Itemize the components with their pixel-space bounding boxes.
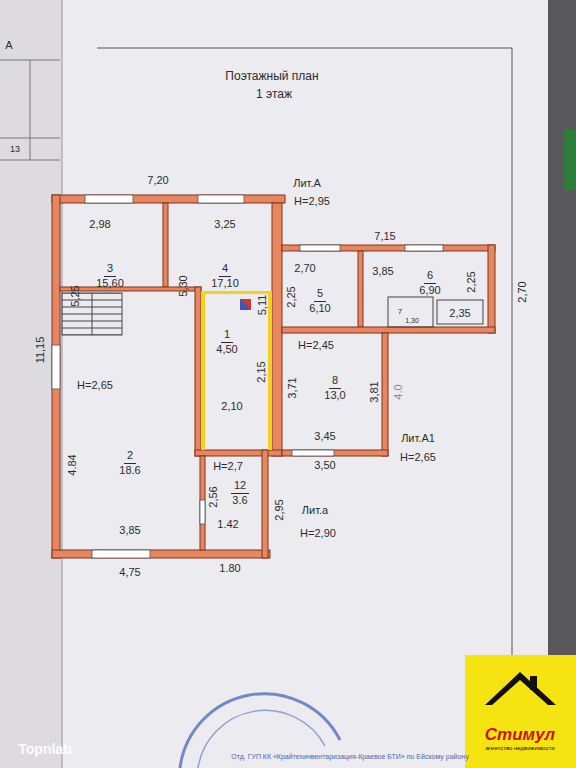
room-area-value: 6,10 xyxy=(309,302,330,316)
room-number: 7 xyxy=(398,307,402,317)
room-number: 4 xyxy=(219,262,231,277)
room-area-value: 17,10 xyxy=(211,277,239,291)
dimension-label: 3,81 xyxy=(368,381,380,402)
dimension-label: H=2,90 xyxy=(300,527,336,539)
dimension-label: 3,45 xyxy=(314,430,335,442)
dimension-label: H=2,95 xyxy=(294,195,330,207)
dimension-label: 2,10 xyxy=(221,400,242,412)
room-area-value: 4,50 xyxy=(216,343,237,357)
dimension-label: H=2,65 xyxy=(400,451,436,463)
dimension-label: А xyxy=(5,39,12,51)
room-number: 3 xyxy=(104,262,116,277)
room-area: 7 xyxy=(388,297,433,327)
dimension-label: 2,25 xyxy=(465,271,477,292)
dimension-label: 3,85 xyxy=(119,524,140,536)
dimension-label: H=2,7 xyxy=(213,460,243,472)
dimension-label: Лит.А xyxy=(293,177,321,189)
dimension-label: 3,25 xyxy=(214,218,235,230)
stamp-text: Отд. ГУП КК «Крайтехинвентаризация-Краев… xyxy=(231,753,468,761)
dimension-label: 7,20 xyxy=(147,174,168,186)
dimension-label: 4.84 xyxy=(66,454,78,475)
dimension-label: 5,11 xyxy=(256,295,268,316)
dimension-label: 2,98 xyxy=(89,218,110,230)
room-label-stack: 14,50 xyxy=(216,324,237,357)
room-number: 2 xyxy=(124,449,136,464)
room-label-stack: 813,0 xyxy=(324,370,345,403)
room-label-stack: 218.6 xyxy=(119,445,140,478)
room-area: 14,50 xyxy=(201,291,272,450)
watermark: Topnlab xyxy=(18,742,71,757)
dimension-label: 5,30 xyxy=(177,275,189,296)
agency-logo: Стимулагентство недвижимости xyxy=(465,655,576,768)
room-area: 123.6 xyxy=(205,456,262,550)
dimension-label: 11,15 xyxy=(34,337,46,364)
room-area-value: 3.6 xyxy=(231,494,249,508)
room-number: 6 xyxy=(424,269,436,284)
dimension-label: Лит.а xyxy=(302,504,328,516)
dimension-label: 3,50 xyxy=(314,459,335,471)
dimension-label: 2,15 xyxy=(255,361,267,382)
dimension-label: 2,35 xyxy=(449,307,470,319)
room-area-value: 13,0 xyxy=(324,389,345,403)
room-label-stack: 66,90 xyxy=(419,265,440,298)
dimension-label: 1.42 xyxy=(217,518,238,530)
room-area: 56,10 xyxy=(282,251,358,327)
dimension-label: 4,75 xyxy=(119,566,140,578)
dimension-label: 2,25 xyxy=(285,286,297,307)
plan-title: Поэтажный план xyxy=(225,69,318,83)
room-number: 12 xyxy=(231,479,249,494)
dimension-label: 1,30 xyxy=(405,317,419,325)
room-number: 1 xyxy=(221,328,233,343)
room-label-stack: 7 xyxy=(398,300,402,318)
dimension-label: 2,95 xyxy=(273,499,285,520)
dimension-label: H=2,65 xyxy=(77,379,113,391)
logo-name: Стимул xyxy=(485,724,555,745)
logo-tagline: агентство недвижимости xyxy=(485,745,555,753)
dimension-label: 1 этаж xyxy=(256,88,292,101)
dimension-label: 2,70 xyxy=(516,281,528,302)
dimension-label: 2,56 xyxy=(207,486,219,507)
room-label-stack: 123.6 xyxy=(231,475,249,508)
room-number: 8 xyxy=(329,374,341,389)
dimension-label: 5,25 xyxy=(69,285,81,306)
dimension-label: 4.0 xyxy=(392,384,404,399)
room-label-stack: 56,10 xyxy=(309,283,330,316)
room-number: 5 xyxy=(314,287,326,302)
room-label-stack: Стимулагентство недвижимости xyxy=(485,724,555,753)
dimension-label: H=2,45 xyxy=(298,339,334,351)
dimension-label: 3,71 xyxy=(286,377,298,398)
room-area: 813,0 xyxy=(282,333,382,450)
room-area: 315,60 xyxy=(60,203,163,287)
dimension-label: Лит.А1 xyxy=(401,432,435,444)
room-area: 66,90 xyxy=(363,251,488,297)
dimension-label: 7,15 xyxy=(374,230,395,242)
dimension-label: 2,70 xyxy=(294,262,315,274)
room-area-value: 15,60 xyxy=(96,277,124,291)
room-label-stack: 417,10 xyxy=(211,258,239,291)
dimension-label: 13 xyxy=(10,145,20,155)
room-area-value: 6,90 xyxy=(419,284,440,298)
dimension-label: 1.80 xyxy=(219,562,240,574)
room-area: 417,10 xyxy=(168,203,272,287)
room-area: 218.6 xyxy=(60,291,195,550)
room-label-stack: 315,60 xyxy=(96,258,124,291)
room-area-value: 18.6 xyxy=(119,464,140,478)
dimension-label: 3,85 xyxy=(372,265,393,277)
